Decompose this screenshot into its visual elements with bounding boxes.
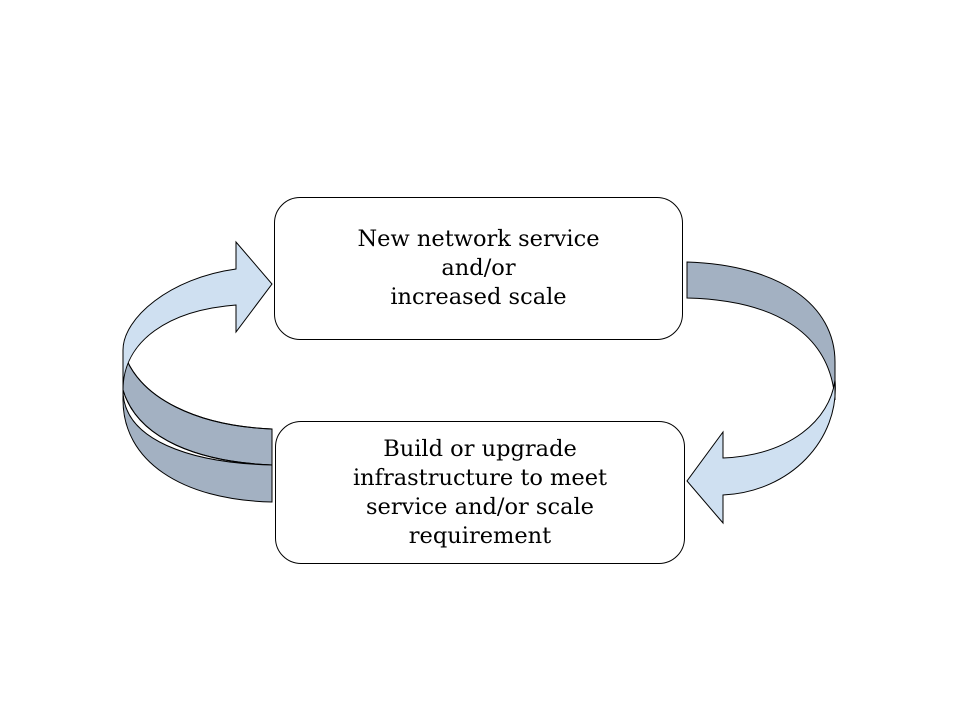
right-curved-arrow (686, 261, 836, 525)
left-arrow-front-band (122, 240, 273, 391)
node-label: Build or upgrade infrastructure to meet … (352, 435, 608, 549)
node-new-network-service: New network service and/or increased sca… (274, 197, 683, 340)
left-arrow-lower-band (122, 389, 273, 503)
left-curved-arrow (122, 240, 273, 503)
node-label: New network service and/or increased sca… (357, 226, 600, 310)
right-arrow-back-band (686, 261, 836, 401)
right-arrow-front-band (686, 379, 836, 525)
node-build-or-upgrade: Build or upgrade infrastructure to meet … (275, 421, 685, 564)
